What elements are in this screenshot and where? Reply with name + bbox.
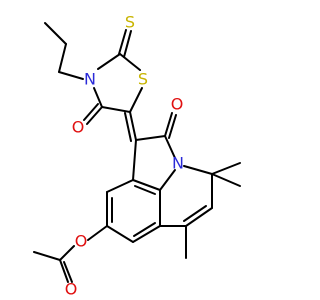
bond xyxy=(58,43,67,73)
atom-label-s-thione: S xyxy=(125,13,135,32)
atom-labels: S S N O O N O O xyxy=(65,13,184,299)
bond-layer xyxy=(33,22,241,283)
bond xyxy=(132,139,137,181)
bond xyxy=(159,169,176,191)
bond xyxy=(63,261,73,283)
bond xyxy=(123,30,132,58)
bond xyxy=(59,259,69,283)
bond xyxy=(86,106,103,125)
bond xyxy=(168,114,177,139)
bond xyxy=(185,207,213,227)
structure-diagram: S S N O O N O O xyxy=(33,13,241,299)
bond xyxy=(135,135,166,141)
bond xyxy=(211,173,241,187)
bond xyxy=(97,53,121,70)
bond xyxy=(106,225,134,243)
atom-label-o-acetyl: O xyxy=(65,280,78,299)
bond xyxy=(58,71,84,80)
atom-label-s-ring: S xyxy=(138,70,148,89)
bond xyxy=(183,165,213,175)
atom-label-n-thiazolidine: N xyxy=(84,70,96,89)
bond xyxy=(183,205,207,222)
bond xyxy=(129,111,137,141)
molecule-canvas: S S N O O N O O xyxy=(33,13,241,299)
bond xyxy=(211,162,241,175)
bond xyxy=(119,53,141,71)
bond xyxy=(118,29,127,55)
atom-label-n-pyrrolo: N xyxy=(172,154,184,173)
bond xyxy=(132,179,161,191)
bond xyxy=(106,179,134,193)
bond xyxy=(124,112,132,142)
bond xyxy=(101,106,131,113)
bond xyxy=(59,245,75,261)
bond xyxy=(133,222,156,237)
bond xyxy=(87,225,108,241)
bond xyxy=(134,185,156,195)
bond xyxy=(132,225,161,243)
bond xyxy=(83,103,99,121)
bond xyxy=(44,22,67,45)
bond xyxy=(93,87,103,108)
bond xyxy=(164,135,176,159)
bond xyxy=(129,87,143,113)
atom-label-o-lactam: O xyxy=(171,95,184,114)
atom-label-o-ester: O xyxy=(75,232,88,251)
bond xyxy=(33,251,61,261)
bond xyxy=(164,112,173,137)
atom-label-o-thiazolidine: O xyxy=(72,118,85,137)
